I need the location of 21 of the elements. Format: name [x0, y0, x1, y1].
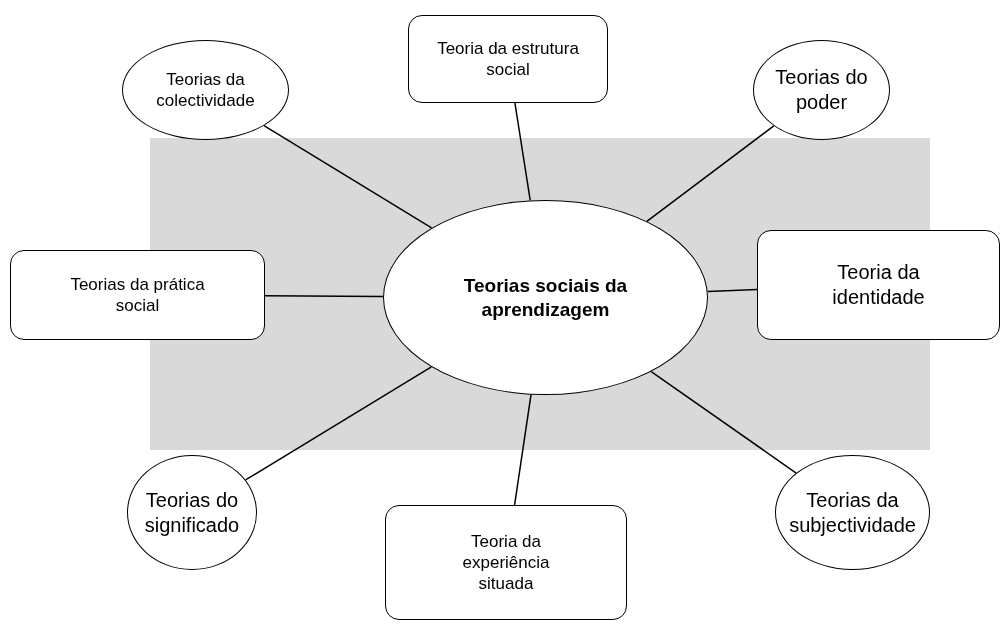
- node-label: Teoria da estrutura social: [436, 37, 580, 81]
- connector-line: [646, 125, 775, 223]
- rounded-box: [408, 15, 608, 103]
- node-label: Teorias do poder: [774, 65, 869, 115]
- connector-line: [244, 366, 433, 481]
- rounded-box: [385, 505, 627, 620]
- node-label: Teorias do significado: [143, 487, 241, 538]
- connector-line: [514, 102, 531, 202]
- node-label: Teorias sociais da aprendizagem: [462, 273, 629, 322]
- connector-line: [513, 393, 532, 506]
- node-label: Teorias da colectividade: [155, 68, 256, 112]
- rounded-box: [757, 230, 1000, 340]
- node-label: Teorias da prática social: [69, 273, 206, 317]
- connector-line: [706, 288, 758, 293]
- node-label: Teoria da identidade: [831, 260, 926, 310]
- connector-line: [650, 370, 797, 474]
- node-label: Teoria da experiência situada: [461, 530, 551, 595]
- rounded-box: [10, 250, 265, 340]
- connector-line: [264, 295, 384, 298]
- node-label: Teorias da subjectividade: [788, 487, 917, 538]
- connector-line: [263, 124, 433, 229]
